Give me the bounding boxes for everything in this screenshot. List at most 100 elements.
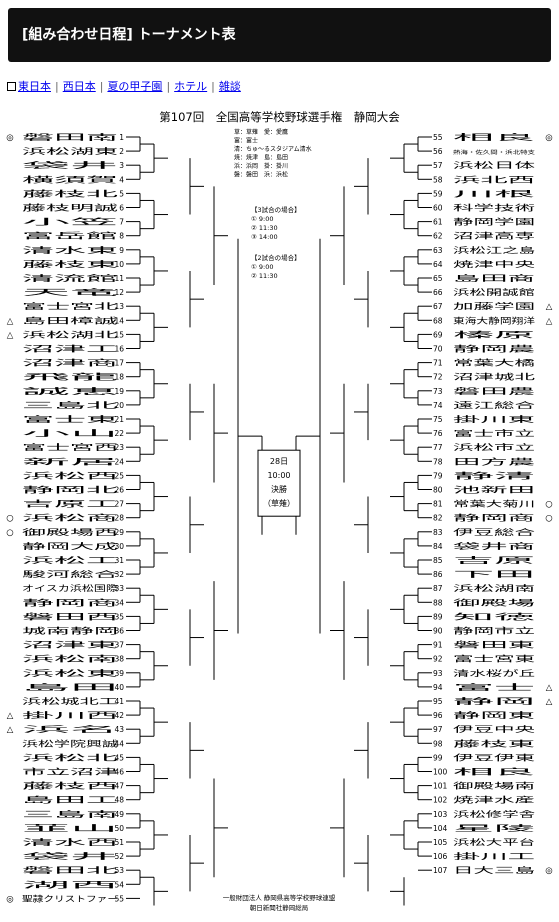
- team-name-left: 聖隷クリストファー: [22, 893, 118, 903]
- team-name-right: 静清: [453, 470, 535, 480]
- team-number: 55: [114, 894, 124, 903]
- team-number: 35: [114, 612, 124, 621]
- team-name-left: 駿河総合: [22, 569, 118, 579]
- team-name-left: 浜松西: [22, 470, 118, 480]
- team-name-right: 相良: [453, 767, 535, 777]
- team-number: 6: [119, 204, 124, 213]
- team-number: 15: [114, 330, 124, 339]
- final-box: [257, 449, 301, 517]
- team-name-right: 静岡: [453, 696, 535, 706]
- final-text: 10:00: [267, 471, 290, 480]
- team-name-left: 島田: [22, 682, 118, 692]
- team-number: 101: [433, 782, 448, 791]
- nav-link-west-japan[interactable]: 西日本: [62, 80, 96, 93]
- team-number: 81: [433, 500, 443, 509]
- team-name-left: 浜松湖東: [22, 146, 118, 156]
- team-number: 26: [114, 486, 124, 495]
- venue-legend: 磐：磐田 浜：浜松: [234, 171, 288, 179]
- nav-link-koshien[interactable]: 夏の甲子園: [107, 80, 163, 93]
- team-number: 31: [114, 556, 124, 565]
- team-name-left: 浜松東: [22, 668, 118, 678]
- schedule-3-games: 【3試合の場合】: [251, 205, 301, 214]
- team-name-left: 小山: [22, 428, 118, 438]
- team-number: 28: [114, 514, 124, 523]
- team-number: 47: [114, 782, 124, 791]
- team-number: 9: [119, 246, 124, 255]
- team-name-right: 富士: [453, 682, 535, 692]
- team-number: 73: [433, 387, 443, 396]
- team-number: 45: [114, 753, 124, 762]
- team-mark: ○: [545, 514, 552, 524]
- team-name-left: 浜名: [22, 724, 118, 734]
- team-number: 4: [119, 175, 124, 184]
- team-name-left: 磐田南: [22, 132, 118, 142]
- team-number: 103: [433, 810, 448, 819]
- team-number: 7: [119, 218, 124, 227]
- team-name-left: 富士宮西: [22, 442, 118, 452]
- team-name-right: 下田: [453, 570, 535, 579]
- team-name-right: 御殿場南: [453, 781, 535, 791]
- team-name-right: 静岡東: [453, 710, 535, 720]
- nav-link-east-japan[interactable]: 東日本: [18, 80, 51, 93]
- team-number: 98: [433, 739, 443, 748]
- team-number: 56: [433, 147, 443, 156]
- team-name-left: 浜松工: [22, 555, 118, 565]
- team-number: 95: [433, 697, 443, 706]
- team-mark: ○: [6, 528, 13, 538]
- team-name-right: 熱海・佐久間・浜北特支: [453, 149, 535, 156]
- team-number: 50: [114, 824, 124, 833]
- team-name-right: 田方農: [453, 456, 535, 466]
- team-number: 65: [433, 274, 443, 283]
- team-name-right: 浜松修学舎: [453, 809, 535, 819]
- team-name-left: 韮山: [22, 823, 118, 833]
- nav-link-hotel[interactable]: ホテル: [174, 80, 208, 93]
- team-number: 70: [433, 345, 443, 354]
- team-name-left: 浜松城北工: [22, 696, 118, 706]
- team-number: 29: [114, 528, 124, 537]
- team-name-right: 静岡市立: [453, 626, 535, 636]
- team-number: 27: [114, 500, 124, 509]
- team-number: 79: [433, 471, 443, 480]
- team-number: 57: [433, 161, 443, 170]
- team-mark: △: [546, 302, 553, 312]
- team-name-left: 磐田北: [22, 865, 118, 875]
- page-title: [組み合わせ日程] トーナメント表: [22, 27, 236, 43]
- team-number: 92: [433, 655, 443, 664]
- team-name-left: 吉原工: [22, 500, 118, 509]
- team-number: 1: [119, 133, 124, 142]
- team-number: 3: [119, 161, 124, 170]
- team-number: 64: [433, 260, 443, 269]
- team-name-right: 静岡農: [453, 344, 535, 354]
- team-name-left: 城南静岡: [22, 626, 118, 636]
- team-number: 40: [114, 683, 124, 692]
- team-number: 60: [433, 204, 443, 213]
- nav-link-chat[interactable]: 雑談: [218, 80, 241, 93]
- team-name-right: 相良: [453, 132, 535, 142]
- team-name-left: 浜松北: [22, 752, 118, 762]
- team-name-right: 沼津高専: [453, 231, 535, 241]
- team-number: 54: [114, 880, 124, 889]
- final-text: （草薙）: [263, 498, 295, 508]
- team-number: 61: [433, 218, 443, 227]
- nav-separator: |: [211, 79, 215, 93]
- team-number: 23: [114, 443, 124, 452]
- team-number: 100: [433, 768, 448, 777]
- team-name-right: 富士市立: [453, 428, 535, 438]
- team-name-right: 沼津城北: [453, 372, 535, 382]
- team-number: 59: [433, 189, 443, 198]
- team-number: 82: [433, 514, 443, 523]
- team-name-left: オイスカ浜松国際: [22, 583, 118, 593]
- team-name-left: 藤枝北: [22, 188, 118, 198]
- team-number: 44: [114, 739, 124, 748]
- team-mark: ◎: [6, 133, 13, 143]
- team-name-left: 小笠: [22, 217, 118, 227]
- venue-legend: 富：富士: [234, 137, 258, 145]
- team-number: 62: [433, 232, 443, 241]
- team-name-right: 知徳: [453, 611, 535, 621]
- team-number: 43: [114, 725, 124, 734]
- team-number: 90: [433, 627, 443, 636]
- team-number: 77: [433, 443, 443, 452]
- team-number: 53: [114, 866, 124, 875]
- team-number: 14: [114, 316, 124, 325]
- team-name-right: 池新田: [453, 485, 535, 495]
